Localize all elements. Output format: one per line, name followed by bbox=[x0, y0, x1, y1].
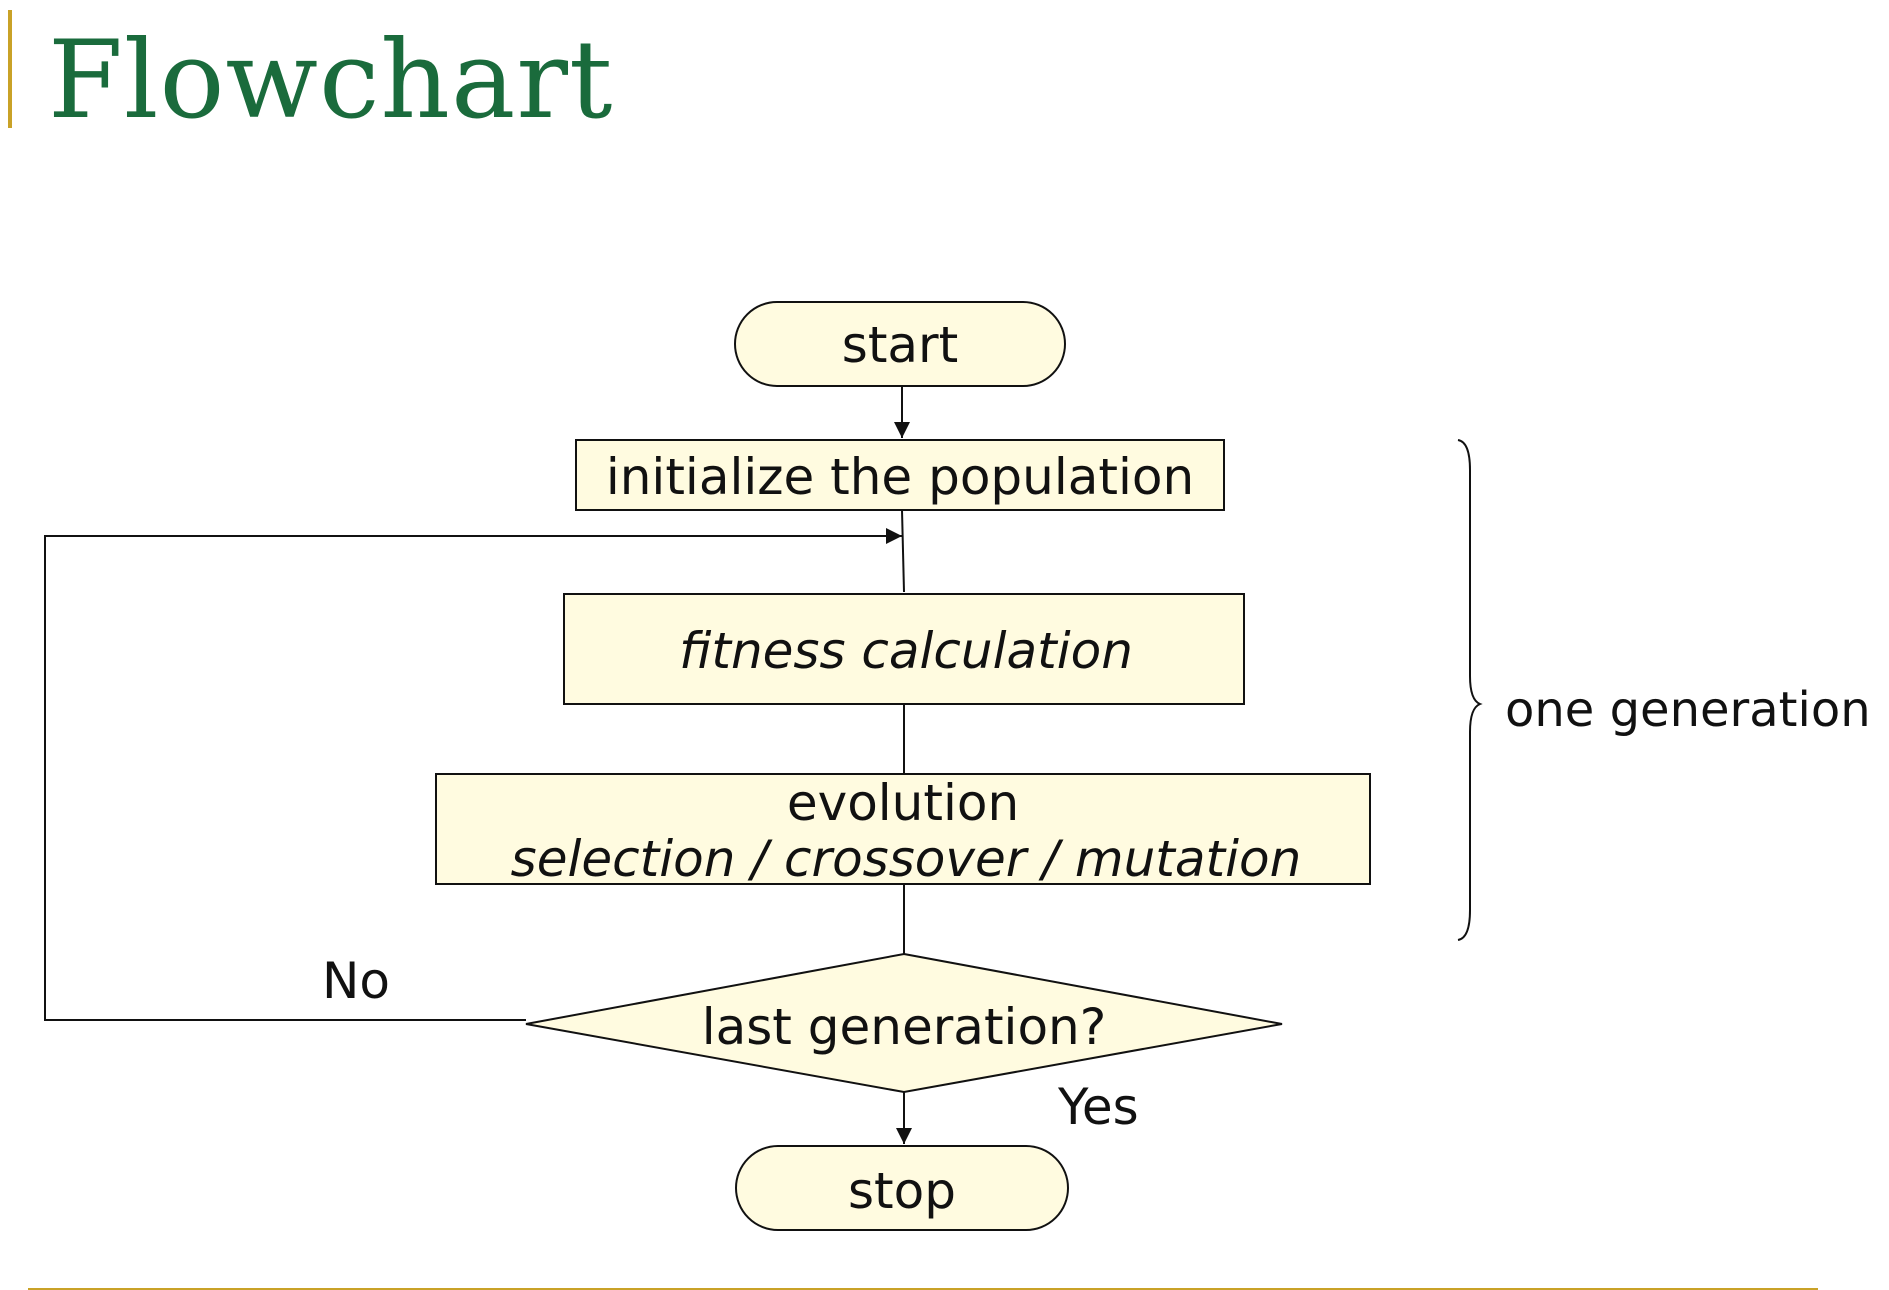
init-label: initialize the population bbox=[606, 448, 1194, 506]
evolution-title-label: evolution bbox=[787, 774, 1019, 832]
yes-edge-label: Yes bbox=[1057, 1078, 1139, 1136]
edge-loop-back-no bbox=[44, 528, 902, 1021]
stop-node bbox=[735, 1145, 1069, 1231]
no-edge-label: No bbox=[322, 952, 390, 1010]
generation-brace bbox=[1457, 439, 1483, 941]
evolution-node bbox=[435, 773, 1371, 885]
slide-title: Flowchart bbox=[48, 18, 614, 143]
edge-init-to-fitness bbox=[901, 509, 905, 593]
evolution-ops-label: selection / crossover / mutation bbox=[511, 830, 1302, 888]
decision-label: last generation? bbox=[702, 998, 1107, 1056]
init-node bbox=[575, 439, 1225, 511]
fitness-label: fitness calculation bbox=[679, 622, 1133, 680]
fitness-node bbox=[563, 593, 1245, 705]
stop-label: stop bbox=[848, 1162, 956, 1220]
decision-node bbox=[525, 952, 1283, 1094]
start-node bbox=[734, 301, 1066, 387]
one-generation-label: one generation bbox=[1505, 682, 1871, 738]
title-accent-bar bbox=[8, 10, 12, 128]
start-label: start bbox=[842, 316, 958, 374]
